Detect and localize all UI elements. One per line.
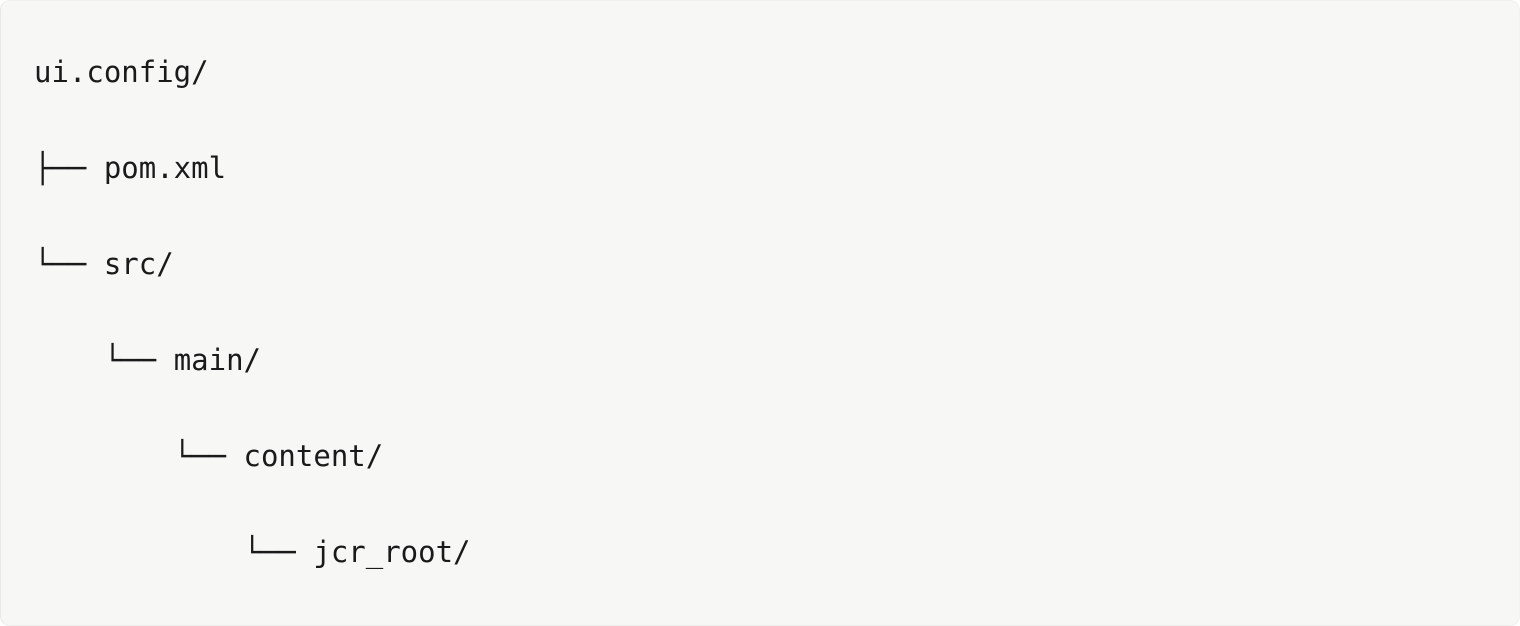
- directory-tree: ui.config/ ├── pom.xml └── src/ └── main…: [34, 48, 1448, 625]
- tree-node-label[interactable]: ui.config/: [34, 55, 209, 89]
- tree-branch-icon: └──: [34, 247, 104, 281]
- tree-branch-icon: ├──: [34, 151, 104, 185]
- tree-branch-icon: └──: [34, 343, 174, 377]
- tree-node-label[interactable]: main/: [173, 343, 261, 377]
- tree-line: └── src/: [34, 240, 1448, 288]
- tree-node-label[interactable]: jcr_root/: [313, 535, 471, 569]
- tree-line: ui.config/: [34, 48, 1448, 96]
- tree-node-label[interactable]: pom.xml: [103, 151, 227, 185]
- tree-line: └── main/: [34, 336, 1448, 384]
- tree-line: └── jcr_root/: [34, 528, 1448, 576]
- tree-branch-icon: └──: [34, 439, 244, 473]
- tree-node-label[interactable]: src/: [103, 247, 174, 281]
- tree-branch-icon: └──: [34, 535, 314, 569]
- tree-line: └── content/: [34, 432, 1448, 480]
- tree-line: ├── pom.xml: [34, 144, 1448, 192]
- tree-node-label[interactable]: content/: [243, 439, 384, 473]
